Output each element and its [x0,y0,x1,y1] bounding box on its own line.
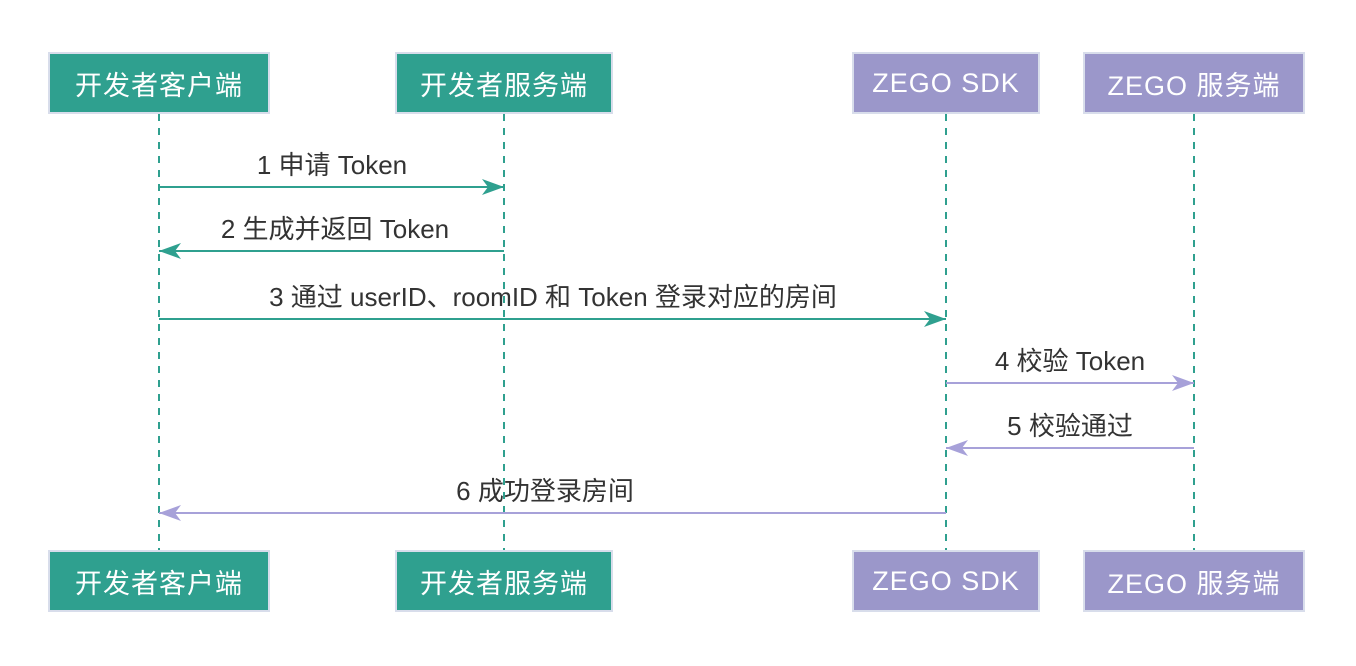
message-label-1: 1 申请 Token [256,150,408,180]
participant-box-zego-server-top: ZEGO 服务端 [1083,52,1305,114]
participant-box-zego-sdk-bottom: ZEGO SDK [852,550,1040,612]
participant-box-dev-server-top: 开发者服务端 [395,52,613,114]
participant-box-dev-server-bottom: 开发者服务端 [395,550,613,612]
participant-box-dev-client-bottom: 开发者客户端 [48,550,270,612]
participant-box-dev-client-top: 开发者客户端 [48,52,270,114]
message-label-4: 4 校验 Token [994,346,1146,376]
participant-box-zego-sdk-top: ZEGO SDK [852,52,1040,114]
message-label-2: 2 生成并返回 Token [220,214,450,244]
message-label-6: 6 成功登录房间 [456,476,634,506]
message-label-5: 5 校验通过 [1007,411,1133,441]
message-label-3: 3 通过 userID、roomID 和 Token 登录对应的房间 [269,282,837,312]
participant-box-zego-server-bottom: ZEGO 服务端 [1083,550,1305,612]
